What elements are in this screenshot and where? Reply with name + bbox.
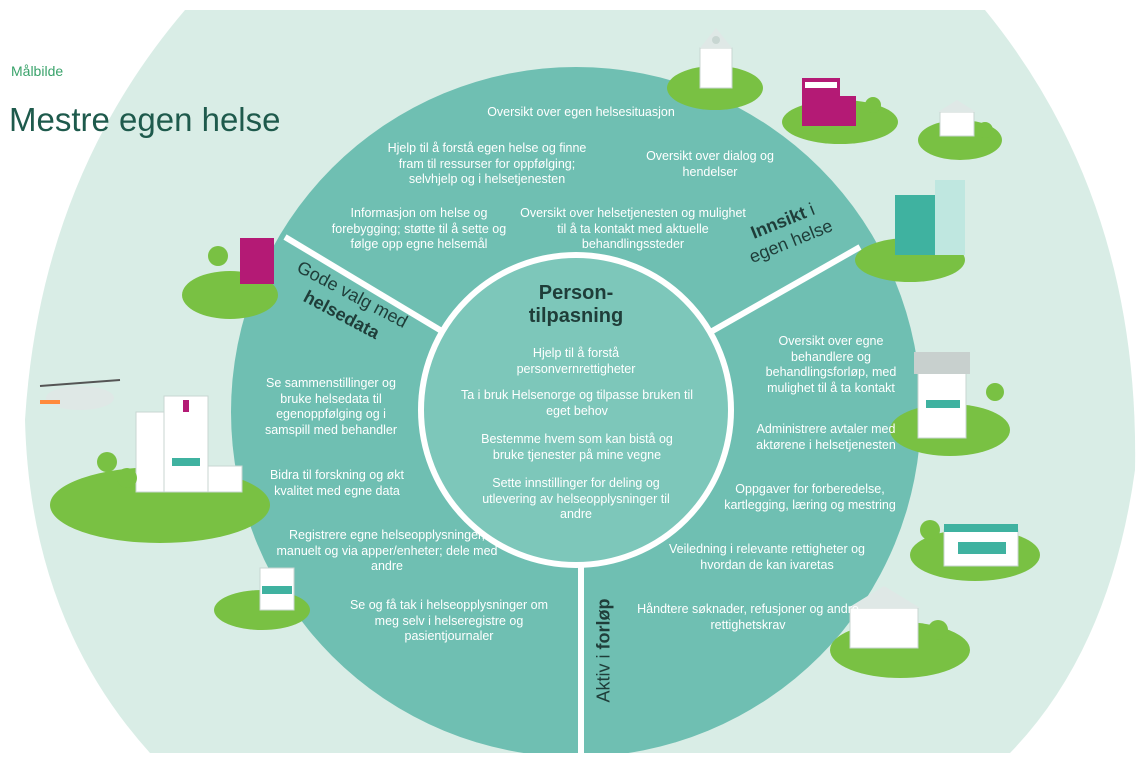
aktiv-item-1: Oversikt over egne behandlere og behandl… xyxy=(765,334,897,395)
gode-valg-item-2: Bidra til forskning og økt kvalitet med … xyxy=(269,468,405,498)
gode-valg-item-3: Registrere egne helseopplysninger, manue… xyxy=(276,528,498,574)
gode-valg-item-1: Se sammenstillinger og bruke helsedata t… xyxy=(264,376,397,437)
aktiv-item-5: Håndtere søknader, refusjoner og andre r… xyxy=(637,602,859,632)
building-church xyxy=(699,28,733,89)
aktiv-item-4: Veiledning i relevante rettigheter og hv… xyxy=(669,542,865,572)
center-circle xyxy=(418,252,734,568)
innsikt-item-4: Informasjon om helse og forebygging; stø… xyxy=(331,206,507,252)
aktiv-title-bold: forløp xyxy=(593,598,614,650)
divider-top-right xyxy=(698,244,862,341)
center-title-line1: Person- xyxy=(538,282,614,304)
center-title-line2: tilpasning xyxy=(528,305,624,327)
helicopter-illustration xyxy=(39,379,121,410)
building-apotek xyxy=(943,524,1019,567)
center-item-1: Hjelp til å forstå personvernrettigheter xyxy=(516,346,636,376)
building-legehus-top xyxy=(938,100,976,137)
aktiv-title: Aktiv i forløp xyxy=(594,589,615,713)
building-helseinnovator xyxy=(240,238,274,284)
building-sykehjem xyxy=(259,567,295,611)
building-kommunal-helse xyxy=(848,586,920,649)
page-title: Mestre egen helse xyxy=(9,101,281,138)
trees xyxy=(97,97,1004,640)
center-item-2: Ta i bruk Helsenorge og tilpasse bruken … xyxy=(460,388,694,418)
center-title: Person- tilpasning xyxy=(496,282,656,328)
kicker-label: Målbilde xyxy=(11,63,64,79)
building-sykehus xyxy=(135,395,243,493)
innsikt-item-5: Oversikt over helsetjenesten og mulighet… xyxy=(520,206,746,252)
aktiv-item-2: Administrere avtaler med aktørene i hels… xyxy=(756,422,896,452)
building-legekontor xyxy=(914,352,970,439)
building-helseforvaltning xyxy=(802,78,856,126)
gode-valg-item-4: Se og få tak i helseopplysninger om meg … xyxy=(349,598,549,644)
building-office-tower xyxy=(895,180,965,255)
divider-top-left xyxy=(283,234,447,336)
innsikt-item-1: Oversikt over egen helsesituasjon xyxy=(487,105,675,119)
center-item-4: Sette innstillinger for deling og utleve… xyxy=(482,476,670,522)
innsikt-item-3: Oversikt over dialog og hendelser xyxy=(646,149,774,179)
aktiv-item-3: Oppgaver for forberedelse, kartlegging, … xyxy=(724,482,896,512)
aktiv-title-rest: Aktiv i xyxy=(593,649,614,703)
innsikt-item-2: Hjelp til å forstå egen helse og finne f… xyxy=(387,141,587,187)
center-item-3: Bestemme hvem som kan bistå og bruke tje… xyxy=(481,432,673,462)
